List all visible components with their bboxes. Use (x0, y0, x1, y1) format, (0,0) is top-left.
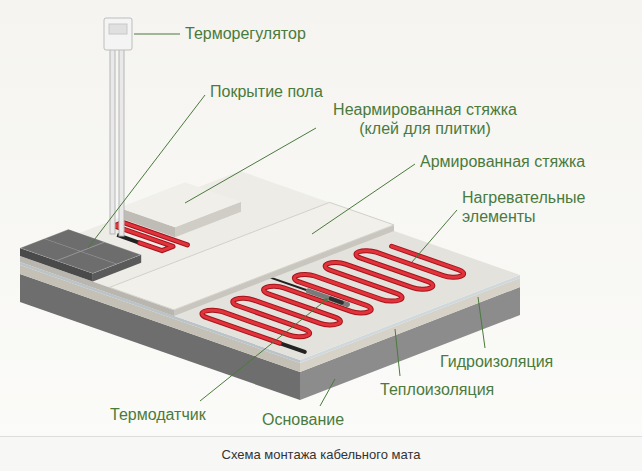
callout-label: Неармированная стяжка (клей для плитки) (320, 100, 530, 138)
leader-line (395, 329, 400, 376)
leader-line (412, 210, 457, 262)
leader-line (134, 34, 180, 35)
leader-line (88, 95, 205, 248)
screed-top (20, 171, 394, 310)
thermostat-box (104, 18, 132, 50)
callout-label: Теплоизоляция (380, 380, 494, 399)
callout-label: Покрытие пола (210, 82, 323, 101)
caption: Схема монтажа кабельного мата (0, 436, 642, 471)
tile (45, 230, 103, 251)
leader-dot (324, 298, 328, 302)
sensor-head (331, 299, 342, 303)
thermostat-display (109, 24, 127, 34)
callout-label: Термодатчик (110, 405, 206, 424)
cold-lead (280, 343, 305, 352)
leader-line (478, 297, 485, 348)
leader-line (312, 164, 415, 234)
leader-line (320, 379, 335, 406)
callout-label: Нагревательные элементы (462, 188, 602, 226)
callout-label: Терморегулятор (185, 24, 306, 43)
callout-label: Основание (262, 410, 344, 429)
callout-label: Армированная стяжка (420, 152, 585, 171)
block-top (119, 182, 241, 227)
sensor-tube (308, 291, 347, 305)
sensor-wire (269, 277, 308, 291)
leader-line (200, 300, 326, 401)
leader-line (185, 128, 316, 203)
conduit (110, 48, 115, 234)
callout-label: Гидроизоляция (440, 352, 553, 371)
leader-lines (88, 34, 485, 406)
conduit (119, 48, 124, 236)
